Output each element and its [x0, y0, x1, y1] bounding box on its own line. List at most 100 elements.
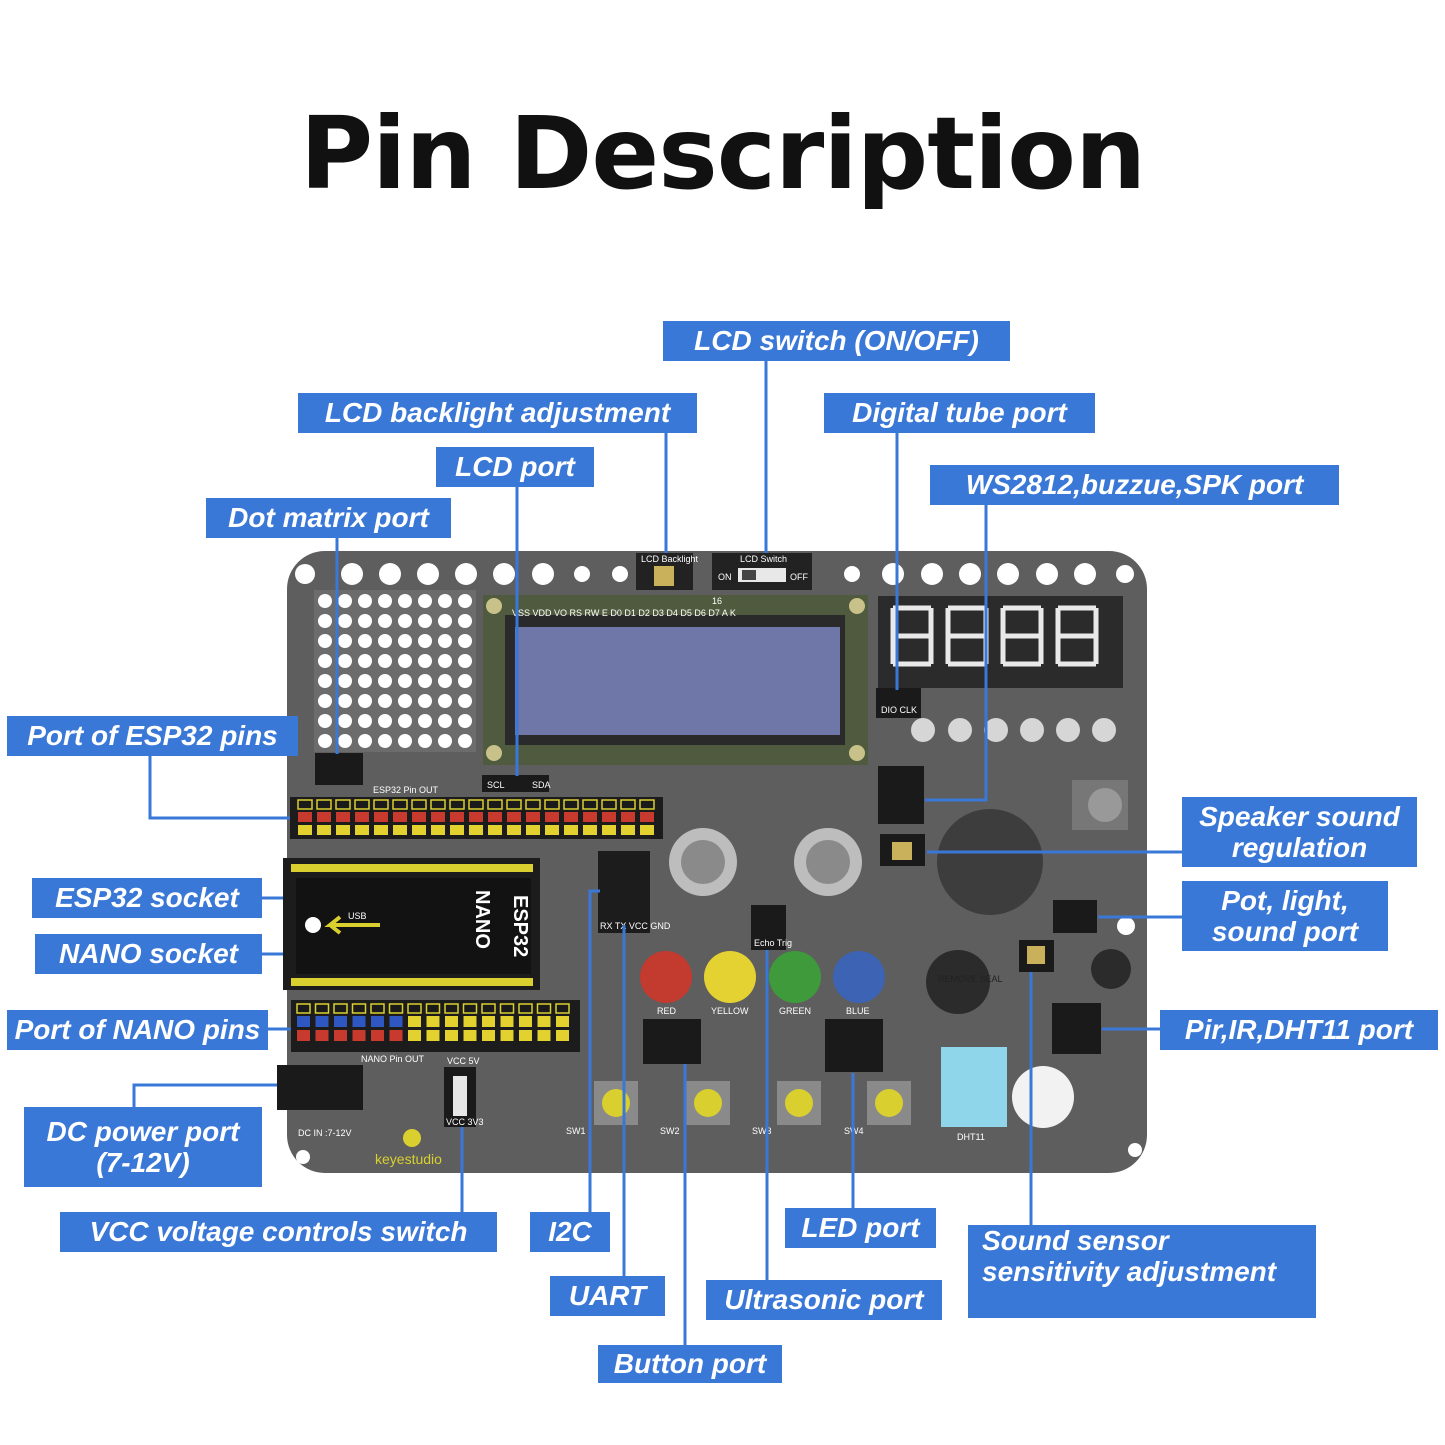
- ultrasonic-header: [751, 905, 786, 950]
- matrix-led: [378, 714, 392, 728]
- matrix-led: [438, 594, 452, 608]
- matrix-led: [358, 654, 372, 668]
- esp32-pin: [582, 799, 598, 810]
- matrix-led: [378, 594, 392, 608]
- nano-pinout-text: NANO Pin OUT: [361, 1054, 425, 1064]
- esp32-pin: [392, 799, 408, 810]
- label-speaker-regulation: Speaker sound regulation: [1182, 797, 1417, 867]
- lcd-switch-tag: LCD Switch: [740, 554, 787, 564]
- label-sound-sensor-line1: Sound sensor: [982, 1225, 1169, 1256]
- label-esp32-socket: ESP32 socket: [32, 878, 262, 918]
- dc-jack: [277, 1065, 363, 1110]
- matrix-led: [318, 714, 332, 728]
- usb-text: USB: [348, 911, 367, 921]
- esp32-pinout-text: ESP32 Pin OUT: [373, 785, 439, 795]
- uart-pins-text: RX TX VCC GND: [600, 921, 671, 931]
- esp32-pin-gnd: [469, 825, 483, 835]
- nano-pins: [296, 1003, 570, 1041]
- dc-in-text: DC IN :7-12V: [298, 1128, 352, 1138]
- speaker: [937, 809, 1043, 915]
- nano-pin-pwr: [445, 1030, 458, 1041]
- esp32-pin-vcc: [355, 812, 369, 822]
- label-esp32-pins: Port of ESP32 pins: [7, 716, 298, 756]
- esp32-pin: [316, 799, 332, 810]
- esp32-pin-gnd: [564, 825, 578, 835]
- matrix-led: [458, 694, 472, 708]
- esp32-text: ESP32: [509, 895, 531, 957]
- label-button-port: Button port: [598, 1345, 782, 1383]
- esp32-pin: [544, 799, 560, 810]
- matrix-led: [458, 594, 472, 608]
- matrix-led: [458, 614, 472, 628]
- esp32-pin-gnd: [450, 825, 464, 835]
- esp32-pin-vcc: [545, 812, 559, 822]
- green-text: GREEN: [779, 1006, 811, 1016]
- nano-pin-pwr: [500, 1030, 514, 1041]
- dot-matrix-leds: [318, 594, 472, 748]
- nano-pin-pwr: [463, 1030, 477, 1041]
- led-green: [769, 951, 821, 1003]
- nano-pin-sig: [426, 1016, 440, 1027]
- matrix-led: [398, 674, 412, 688]
- led-yellow: [704, 951, 756, 1003]
- matrix-led: [358, 614, 372, 628]
- esp32-pin: [487, 799, 503, 810]
- esp32-pin-gnd: [621, 825, 635, 835]
- esp32-pin-gnd: [640, 825, 654, 835]
- nano-pin: [481, 1003, 496, 1014]
- nano-pin: [555, 1003, 570, 1014]
- matrix-led: [358, 674, 372, 688]
- brand-text: keyestudio: [375, 1151, 442, 1167]
- nano-pin-pwr: [519, 1030, 532, 1041]
- matrix-led: [458, 634, 472, 648]
- label-led-port: LED port: [785, 1208, 936, 1248]
- nano-pin: [370, 1003, 385, 1014]
- tube-header: [876, 688, 921, 718]
- esp32-pin-gnd: [317, 825, 331, 835]
- matrix-led: [458, 714, 472, 728]
- matrix-led: [338, 674, 352, 688]
- matrix-led: [398, 694, 412, 708]
- esp32-pin-gnd: [355, 825, 369, 835]
- esp32-pin: [620, 799, 636, 810]
- leader-lines: [132, 361, 1182, 1345]
- esp32-pin-vcc: [393, 812, 407, 822]
- nano-pin-pwr: [389, 1030, 403, 1041]
- esp32-pin-vcc: [602, 812, 616, 822]
- nano-pin: [499, 1003, 515, 1014]
- matrix-led: [378, 734, 392, 748]
- switch-on-text: ON: [718, 572, 732, 582]
- label-ultrasonic: Ultrasonic port: [706, 1280, 942, 1320]
- label-pot-light-sound-line2: sound port: [1211, 916, 1359, 947]
- esp32-pin-gnd: [526, 825, 540, 835]
- nano-pin-pwr: [334, 1030, 347, 1041]
- matrix-led: [438, 654, 452, 668]
- echo-trig-text: Echo Trig: [754, 938, 792, 948]
- esp32-pin: [430, 799, 446, 810]
- esp32-pin-vcc: [450, 812, 464, 822]
- nano-pin: [296, 1003, 311, 1014]
- matrix-led: [418, 594, 432, 608]
- nano-pin-sig: [519, 1016, 532, 1027]
- matrix-led: [338, 634, 352, 648]
- red-text: RED: [657, 1006, 677, 1016]
- matrix-led: [418, 694, 432, 708]
- nano-pin-pwr: [482, 1030, 495, 1041]
- esp32-pin-vcc: [336, 812, 350, 822]
- matrix-led: [358, 634, 372, 648]
- label-dot-matrix: Dot matrix port: [206, 498, 451, 538]
- matrix-led: [338, 714, 352, 728]
- matrix-led: [458, 674, 472, 688]
- matrix-led: [418, 734, 432, 748]
- esp32-pin-vcc: [298, 812, 312, 822]
- vcc-3v3-text: VCC 3V3: [446, 1117, 484, 1127]
- matrix-led: [438, 614, 452, 628]
- sda-text: SDA: [532, 780, 551, 790]
- esp32-pin: [373, 799, 389, 810]
- lcd-pin-16: 16: [712, 596, 722, 606]
- matrix-led: [358, 594, 372, 608]
- matrix-led: [398, 594, 412, 608]
- nano-pin: [388, 1003, 404, 1014]
- matrix-led: [378, 674, 392, 688]
- matrix-led: [318, 654, 332, 668]
